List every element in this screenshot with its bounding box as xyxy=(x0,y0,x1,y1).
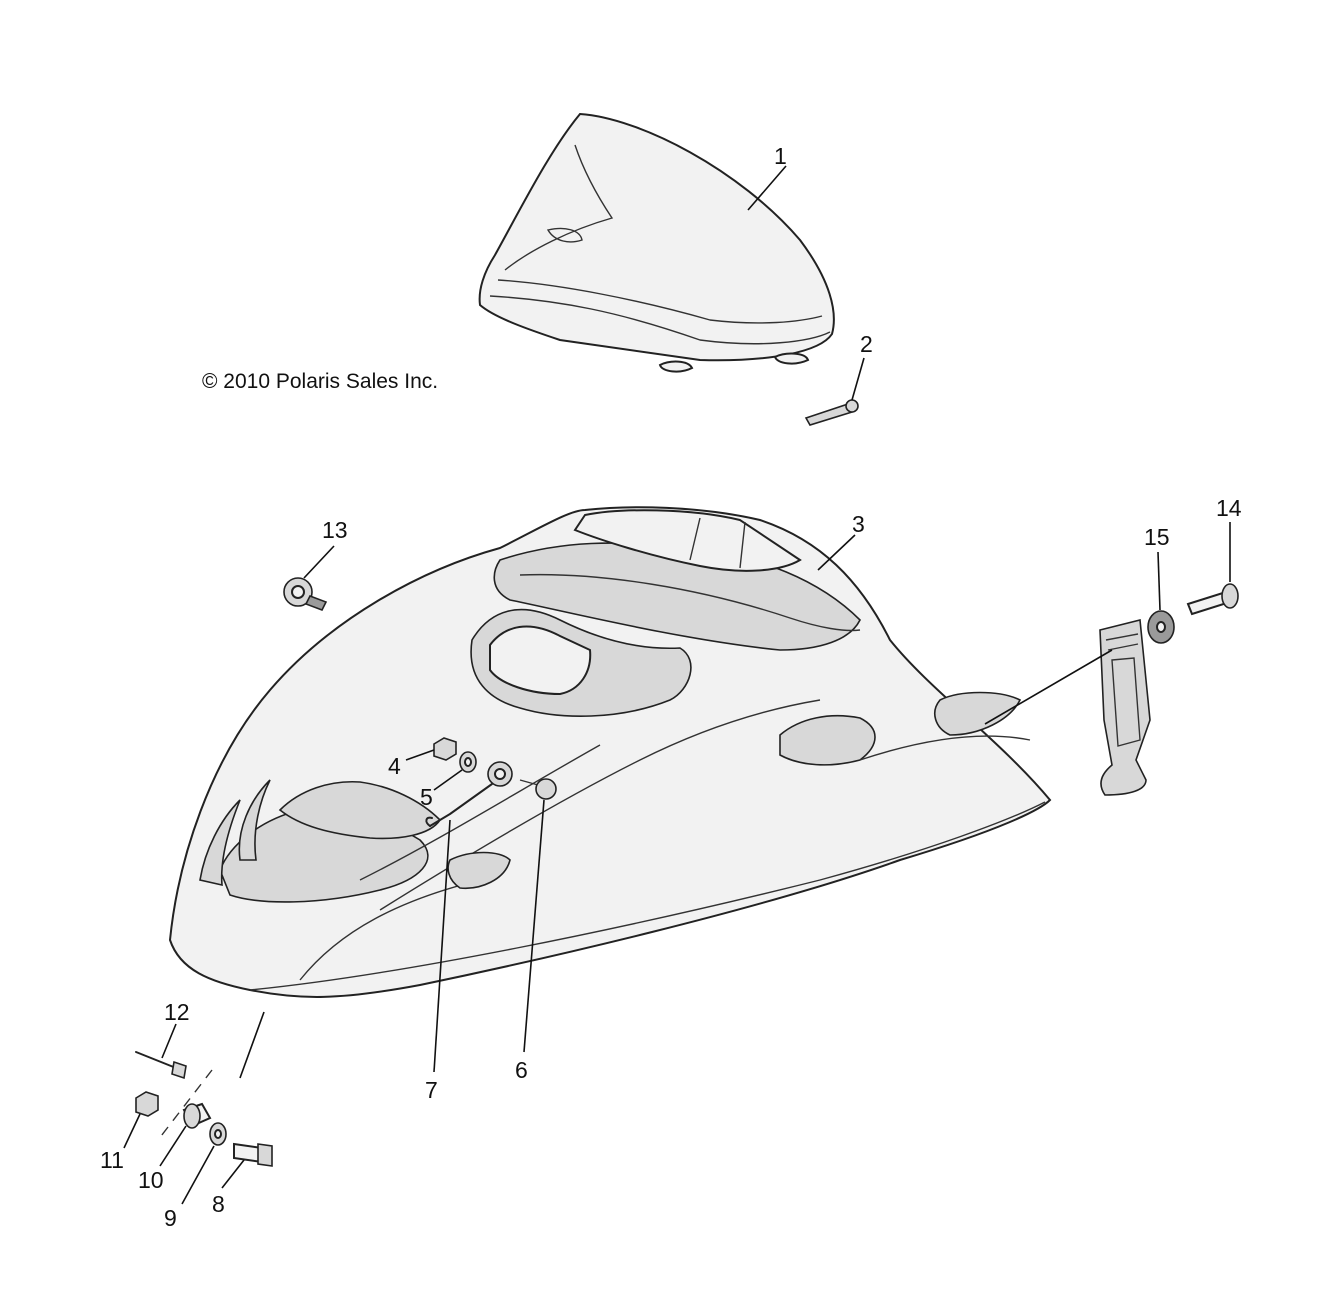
callout-9: 9 xyxy=(164,1205,177,1231)
callout-4: 4 xyxy=(388,753,401,779)
hood xyxy=(168,506,1052,998)
leader-11 xyxy=(123,1113,141,1149)
callout-12: 12 xyxy=(164,999,190,1025)
callout-1: 1 xyxy=(774,143,787,169)
leader-1 xyxy=(747,165,787,211)
nut-11 xyxy=(135,1091,159,1117)
callout-15: 15 xyxy=(1144,524,1170,550)
leader-5 xyxy=(433,769,463,791)
callout-13: 13 xyxy=(322,517,348,543)
windshield xyxy=(478,112,835,373)
callout-10: 10 xyxy=(138,1167,164,1193)
leader-10 xyxy=(159,1125,187,1167)
callout-2: 2 xyxy=(860,331,873,357)
callout-3: 3 xyxy=(852,511,865,537)
leader-8 xyxy=(221,1159,245,1189)
bolt-8 xyxy=(233,1142,273,1167)
leader-3 xyxy=(817,534,856,571)
latch-cable-7 xyxy=(425,761,513,827)
washer-15 xyxy=(1147,610,1175,644)
push-rivet xyxy=(804,399,859,426)
washer-5 xyxy=(459,751,477,773)
leader-2 xyxy=(851,357,865,401)
callout-7: 7 xyxy=(425,1077,438,1103)
clip-13 xyxy=(283,577,328,612)
leader-4 xyxy=(405,749,435,761)
leader-15 xyxy=(1157,551,1161,611)
leader-12 xyxy=(161,1023,177,1059)
copyright-text: © 2010 Polaris Sales Inc. xyxy=(202,370,438,393)
callout-5: 5 xyxy=(420,784,433,810)
callout-6: 6 xyxy=(515,1057,528,1083)
leader-7 xyxy=(433,819,451,1073)
bolt-14 xyxy=(1186,583,1239,616)
callout-11: 11 xyxy=(100,1147,124,1173)
callout-14: 14 xyxy=(1216,495,1242,521)
strap-attach-line xyxy=(984,649,1113,725)
leader-6 xyxy=(523,799,545,1053)
leader-9 xyxy=(181,1145,215,1205)
leader-13 xyxy=(303,545,335,579)
hood-hardware-leader xyxy=(239,1011,265,1079)
rivet-12 xyxy=(135,1051,187,1080)
spacer-10 xyxy=(182,1102,212,1129)
nut-4 xyxy=(433,737,457,761)
dashed-axis xyxy=(157,1069,213,1141)
hood-strap xyxy=(1099,618,1151,796)
callout-8: 8 xyxy=(212,1191,225,1217)
knob-6 xyxy=(519,778,557,800)
washer-9 xyxy=(209,1122,227,1146)
